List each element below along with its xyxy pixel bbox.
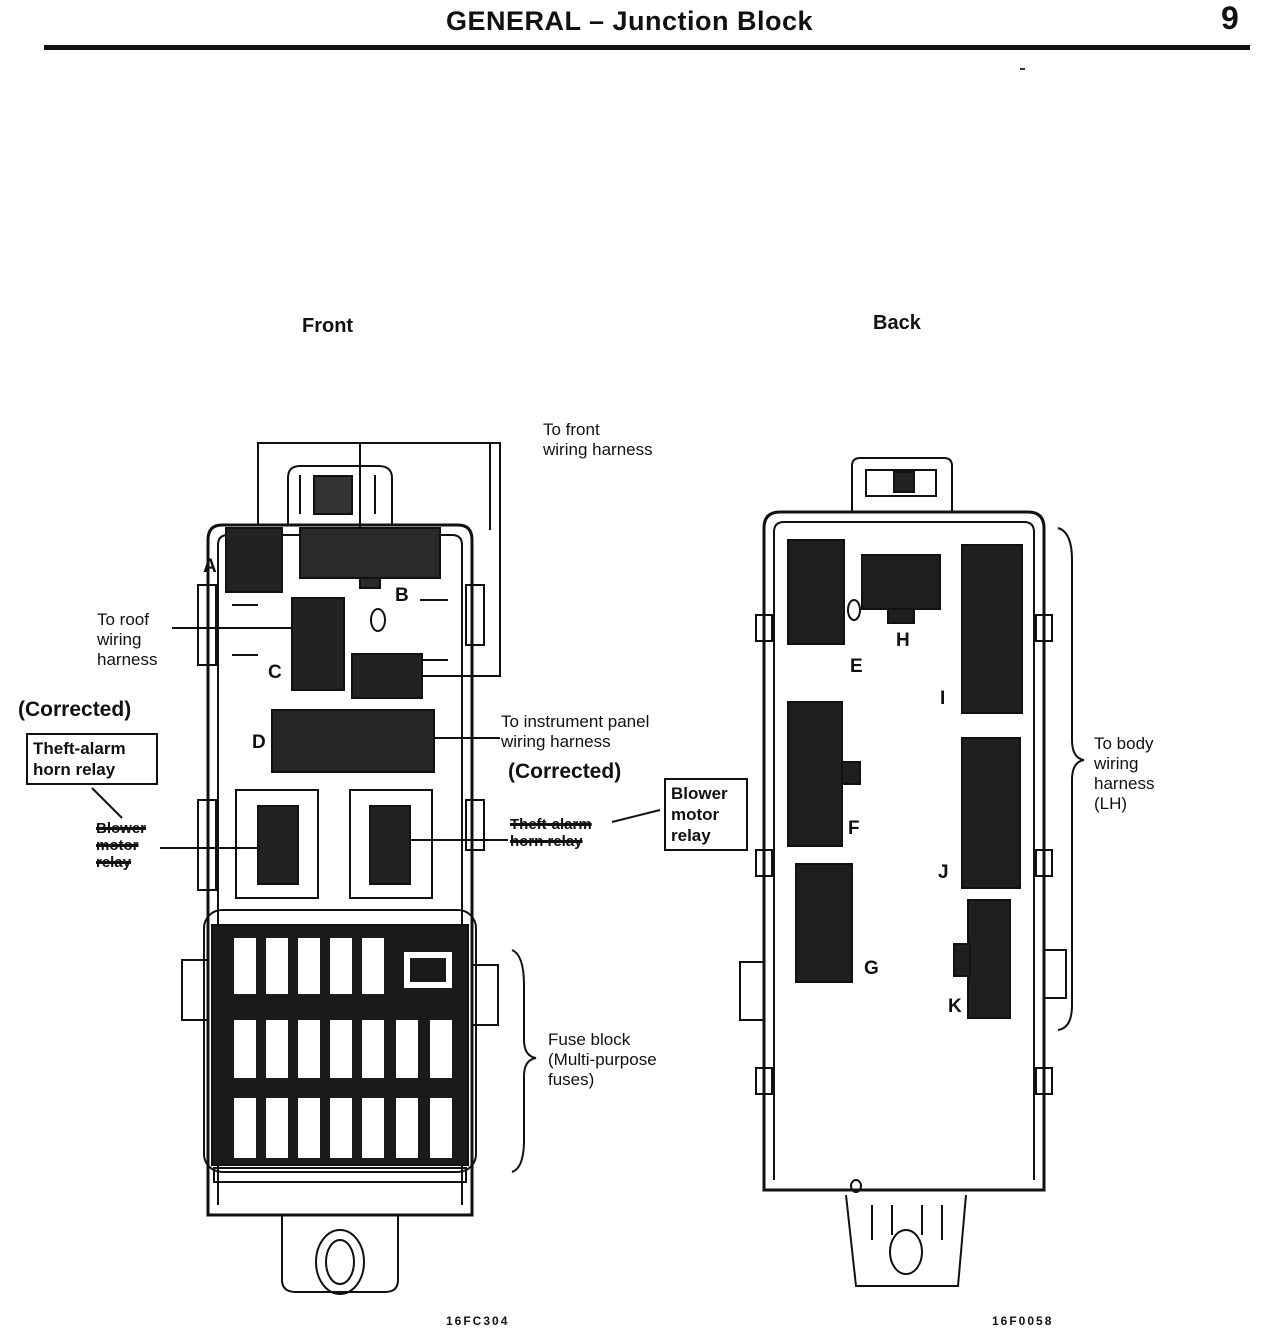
front-view-title: Front xyxy=(302,315,354,337)
left-corrected-heading: (Corrected) xyxy=(18,698,132,721)
back-view-title: Back xyxy=(873,312,921,334)
back-view-drawing xyxy=(739,457,1085,1287)
connector-letter-b: B xyxy=(395,585,409,606)
right-corrected-heading: (Corrected) xyxy=(508,760,622,783)
connector-letter-h: H xyxy=(896,630,910,651)
front-figure-code: 16FC304 xyxy=(446,1314,510,1328)
speck xyxy=(1020,68,1025,70)
connector-letter-d: D xyxy=(252,732,266,753)
connector-letter-f: F xyxy=(848,818,860,839)
back-figure-code: 16F0058 xyxy=(992,1314,1054,1328)
connector-letter-a: A xyxy=(203,556,217,577)
page-number: 9 xyxy=(1221,0,1239,36)
header-rule xyxy=(44,45,1250,50)
connector-letter-j: J xyxy=(938,862,949,883)
connector-letter-c: C xyxy=(268,662,282,683)
connector-letter-g: G xyxy=(864,958,879,979)
connector-letter-e: E xyxy=(850,656,863,677)
front-view-drawing xyxy=(91,442,661,1295)
connector-letter-i: I xyxy=(940,688,946,709)
connector-letter-k: K xyxy=(948,996,962,1017)
fuses xyxy=(234,938,452,1158)
page-title: GENERAL – Junction Block xyxy=(446,6,814,36)
